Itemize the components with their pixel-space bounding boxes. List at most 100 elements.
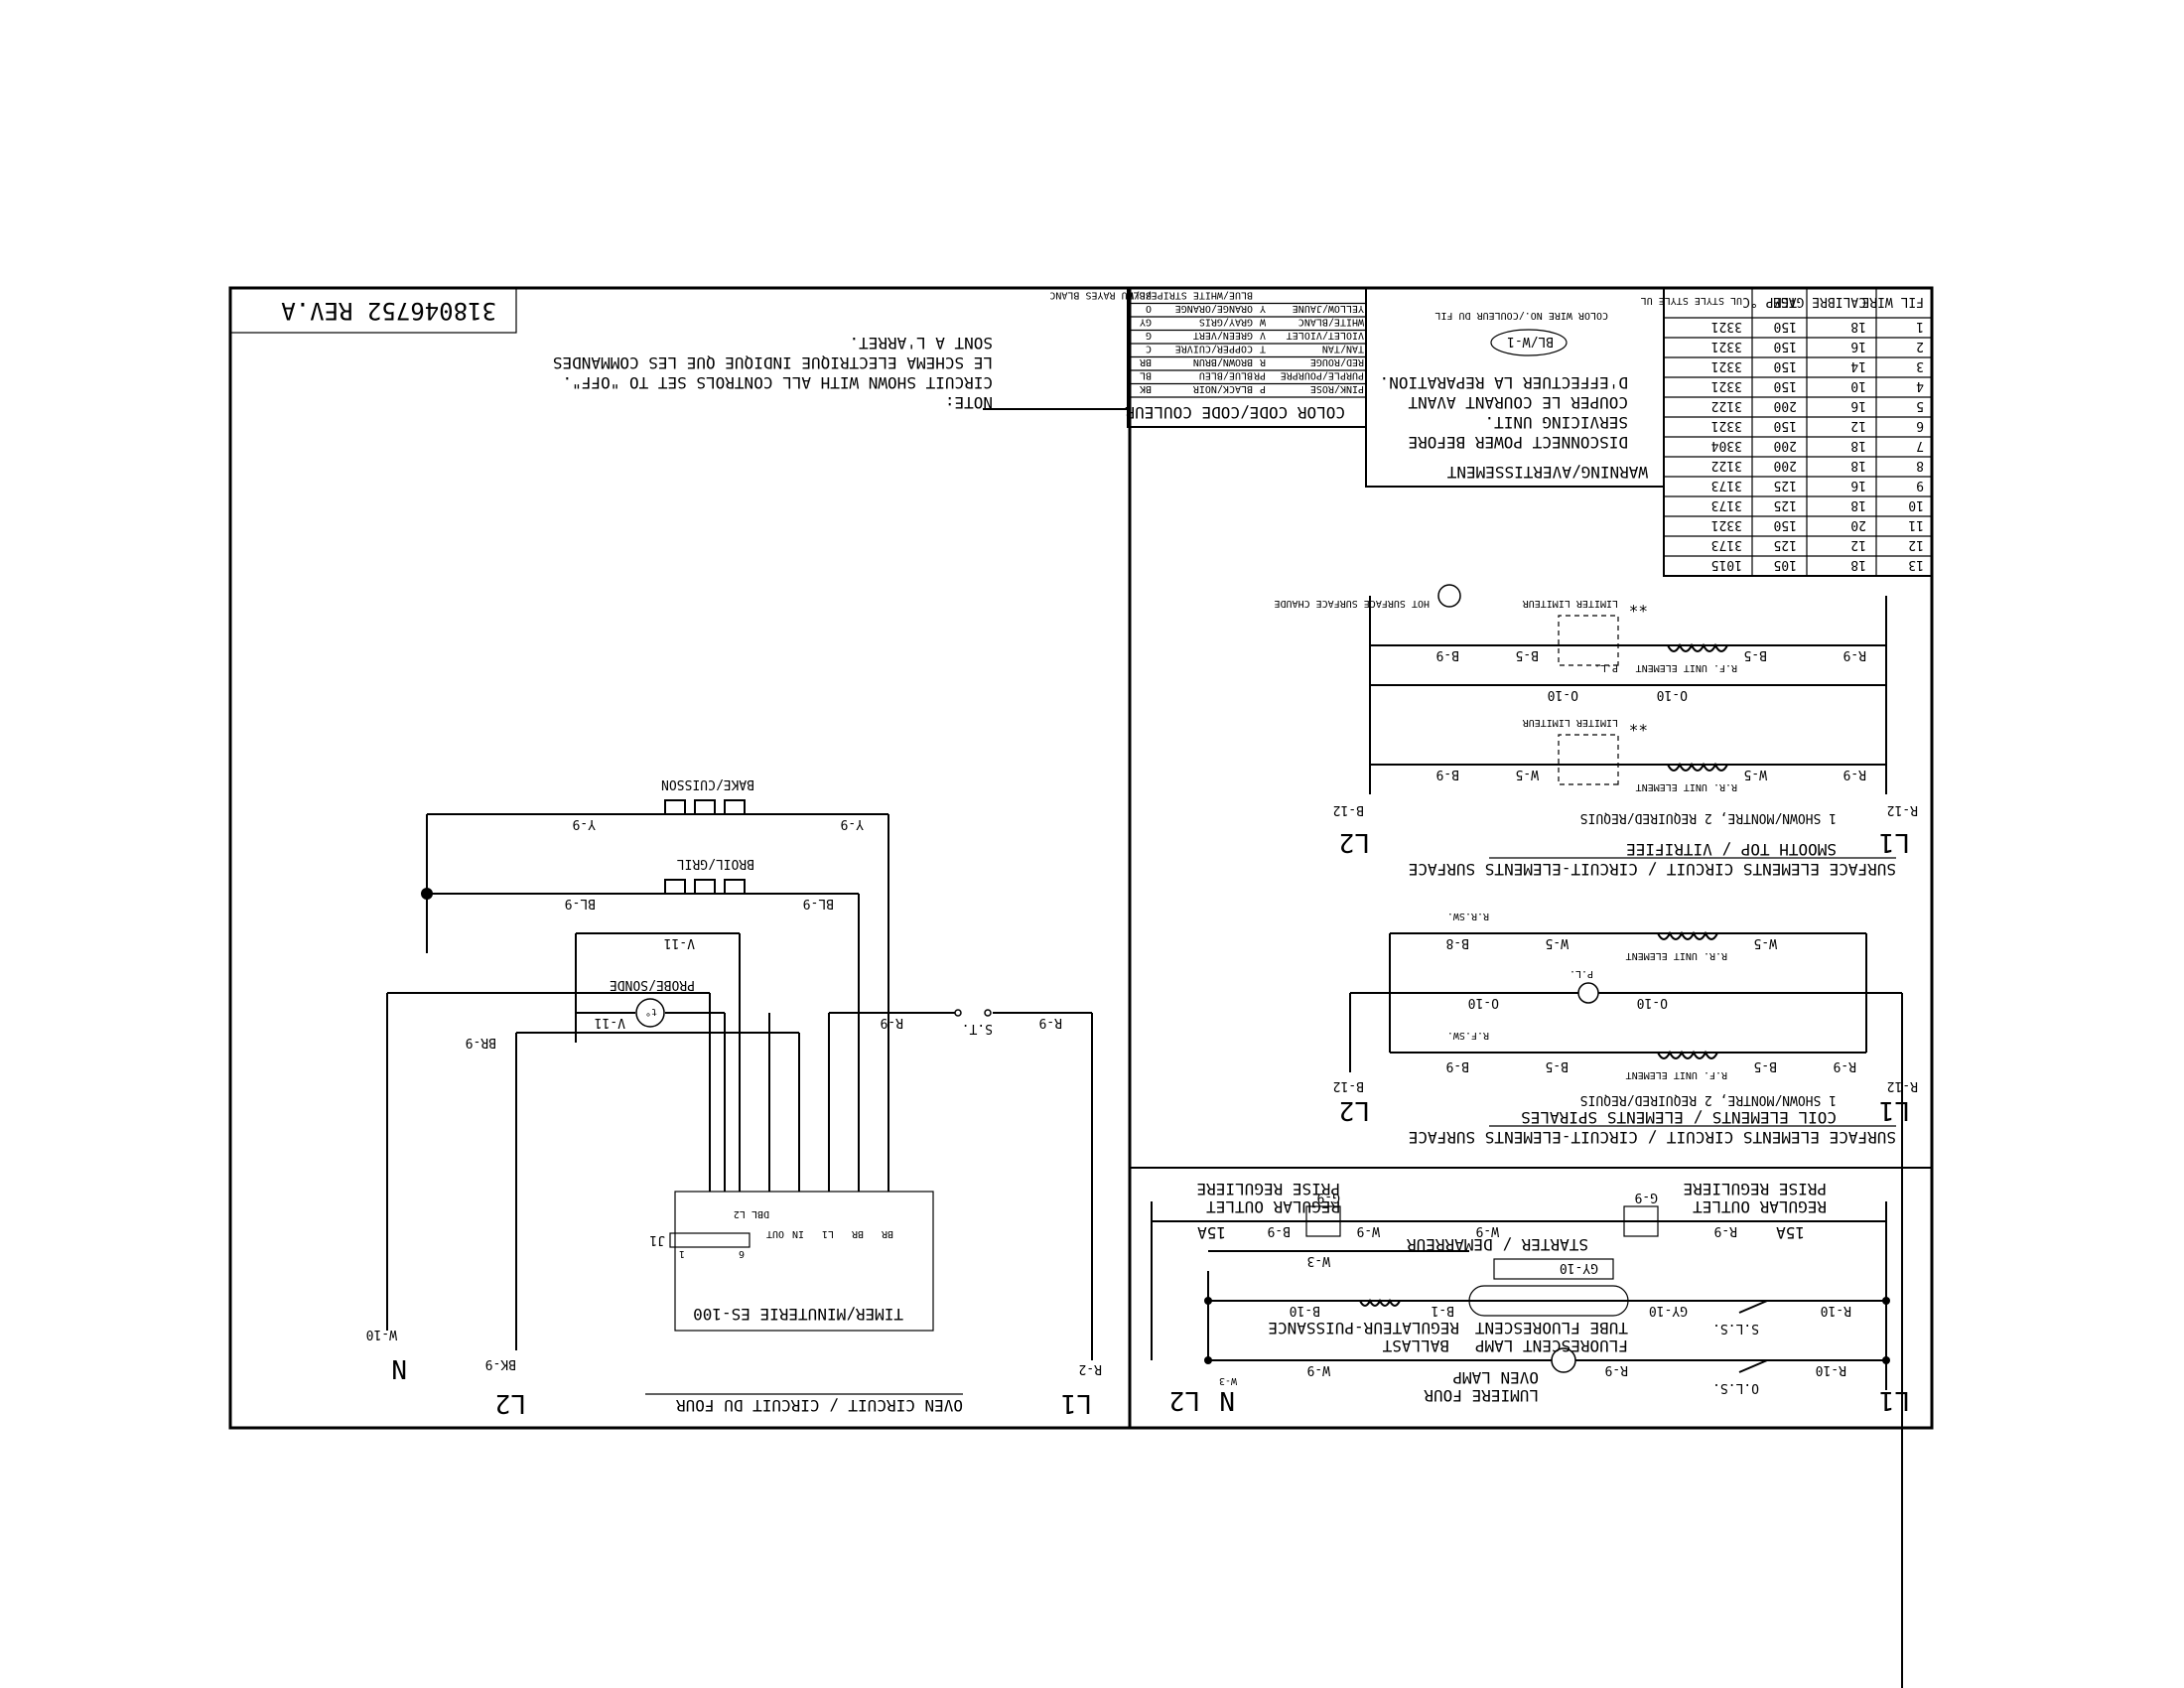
smooth-rf-element	[1667, 642, 1728, 652]
smooth-r12-label: R-12	[1887, 802, 1918, 817]
wire-rows: 1318105101512121253173112015033211018125…	[1664, 288, 1932, 576]
wire-cell: 13	[1908, 557, 1924, 572]
color-cell: VIOLET/VIOLET	[1287, 330, 1364, 341]
color-cell: BL/W	[1127, 290, 1152, 301]
coil-rr-element-label: R.R. UNIT ELEMENT	[1626, 950, 1727, 961]
probe-v11-label-2: V-11	[595, 1015, 625, 1030]
smooth-rr-element-label: R.R. UNIT ELEMENT	[1636, 781, 1737, 792]
color-cell: R	[1259, 356, 1266, 367]
color-code-table: COLOR CODE/CODE COULEUR PINK/ROSEPBLACK/…	[1049, 287, 1367, 428]
color-cell: BK	[1140, 383, 1152, 394]
color-cell: PURPLE/POURPRE	[1281, 370, 1364, 381]
broil-bl9-label-2: BL-9	[565, 896, 596, 911]
outlet2-label: REGULAR OUTLET	[1206, 1197, 1340, 1216]
color-code-title: COLOR CODE/CODE COULEUR	[1125, 403, 1345, 422]
color-cell: W	[1259, 317, 1266, 328]
ols-label: O.L.S.	[1712, 1380, 1759, 1395]
bake-element	[655, 799, 754, 815]
br9-label: BR-9	[466, 1035, 496, 1050]
smooth-rr-w5: W-5	[1744, 767, 1767, 781]
color-cell: BR	[1139, 356, 1152, 367]
wire-cell: 3122	[1711, 398, 1742, 413]
warning-line-2: SERVICING UNIT.	[1485, 413, 1629, 432]
wire-cell: 200	[1774, 398, 1797, 413]
part-number: 318046752 REV.A	[281, 297, 496, 325]
smooth-rr-r9: R-9	[1843, 767, 1866, 781]
ballast-label: BALLAST	[1382, 1336, 1449, 1355]
wire-cell: 20	[1850, 517, 1866, 532]
note-heading: NOTE:	[945, 393, 993, 412]
pin-6: 6	[739, 1248, 745, 1259]
wire-cell: 3173	[1711, 478, 1742, 492]
smooth-rf-limiter	[1558, 615, 1619, 666]
pin-in: IN	[792, 1228, 804, 1239]
smooth-l1-label: L1	[1879, 827, 1910, 857]
coil-elements-circuit: SURFACE ELEMENTS CIRCUIT / CIRCUIT-ELEME…	[1333, 911, 1918, 1688]
color-cell: Y	[1260, 303, 1266, 314]
notes: NOTE: CIRCUIT SHOWN WITH ALL CONTROLS SE…	[229, 287, 993, 412]
color-cell: PR	[1253, 370, 1266, 381]
wire-cell: 125	[1774, 497, 1797, 512]
smooth-rr-element	[1667, 762, 1728, 772]
wire-cell: 3173	[1711, 537, 1742, 552]
wire-cell: 18	[1850, 438, 1866, 453]
wire-cell: 10	[1908, 497, 1924, 512]
wire-cell: 3321	[1711, 378, 1742, 393]
wire-cell: 16	[1850, 339, 1866, 353]
broil-element	[655, 879, 754, 895]
wire-cell: 16	[1850, 398, 1866, 413]
wire-cell: 2	[1916, 339, 1924, 353]
oven-title: OVEN CIRCUIT / CIRCUIT DU FOUR	[676, 1396, 963, 1415]
smooth-rf-element-label: R.F. UNIT ELEMENT	[1636, 662, 1737, 673]
coil-l2-label: L2	[1339, 1095, 1370, 1125]
ballast-coil	[1359, 1298, 1401, 1307]
wire-cell: 14	[1850, 358, 1866, 373]
oven-w10-label: W-10	[366, 1327, 397, 1341]
wire-cell: 150	[1774, 418, 1797, 433]
wire-cell: 18	[1850, 497, 1866, 512]
smooth-rf-b9: B-9	[1436, 647, 1459, 662]
color-cell: BROWN/BRUN	[1193, 356, 1253, 367]
wire-cell: 3321	[1711, 358, 1742, 373]
lamp-l2-label: L2	[1169, 1385, 1200, 1415]
coil-rr-sw-label: R.R.SW.	[1447, 911, 1489, 921]
coil-pilot-light	[1577, 982, 1599, 1004]
oven-r2-label: R-2	[1079, 1361, 1102, 1376]
smooth-rr-limiter	[1558, 734, 1619, 785]
wire-cell: 6	[1916, 418, 1924, 433]
wire-cell: 3122	[1711, 458, 1742, 473]
bake-y9-label: Y-9	[841, 816, 864, 831]
lamp-l1-label: L1	[1879, 1385, 1910, 1415]
color-cell: V	[1260, 330, 1266, 341]
color-cell: O	[1146, 303, 1152, 314]
warning-box: WARNING/AVERTISSEMENT DISCONNECT POWER B…	[1365, 287, 1665, 488]
wire-cell: 3321	[1711, 339, 1742, 353]
warning-line-4: D'EFFECTUER LA REPARATION.	[1380, 373, 1628, 392]
probe-v11-label: V-11	[664, 935, 695, 950]
wire-cell: 125	[1774, 478, 1797, 492]
color-cell: WHITE/BLANC	[1298, 317, 1364, 328]
wire-cell: 11	[1908, 517, 1924, 532]
warning-title: WARNING/AVERTISSEMENT	[1446, 463, 1648, 482]
wire-cell: 12	[1850, 537, 1866, 552]
diagram-frame	[228, 286, 1934, 1430]
wire-col-fil: FIL WIRE	[1861, 294, 1924, 309]
pin-dbl: DBL L2	[734, 1208, 769, 1219]
coil-rf-r9: R-9	[1834, 1058, 1856, 1073]
fluorescent-tube	[1468, 1285, 1629, 1317]
hot-surface-label: HOT SURFACE SURFACE CHAUDE	[1274, 598, 1430, 609]
wire-cell: 3173	[1711, 497, 1742, 512]
wire-cell: 150	[1774, 319, 1797, 334]
j1-label: J1	[649, 1232, 665, 1247]
color-cell: GRAY/GRIS	[1199, 317, 1253, 328]
sls-switch	[1738, 1300, 1768, 1314]
smooth-subtitle: SMOOTH TOP / VITRIFIEE	[1626, 840, 1837, 859]
color-cell: TAN/TAN	[1322, 344, 1364, 354]
color-cell: GREEN/VERT	[1193, 330, 1253, 341]
wire-col-ul: UL STYLE STYLE UL	[1641, 295, 1742, 306]
outlet-1	[1623, 1205, 1659, 1237]
pin-br-1: BR	[881, 1228, 893, 1239]
color-cell: ORANGE/ORANGE	[1175, 303, 1253, 314]
smooth-rr-stars: **	[1629, 716, 1648, 735]
